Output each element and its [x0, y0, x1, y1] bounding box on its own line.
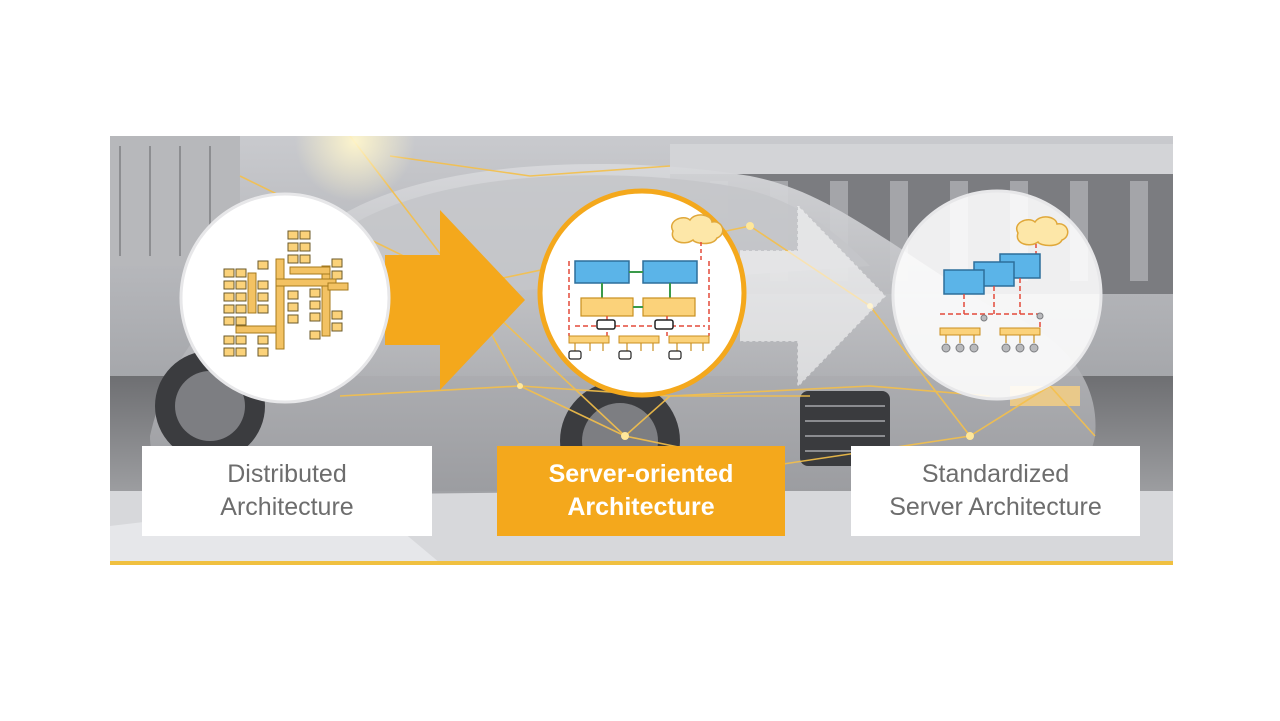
arrow-right-icon — [740, 206, 887, 386]
server-oriented-diagram-icon — [537, 188, 747, 398]
stage-label-line1: Standardized — [921, 460, 1070, 488]
cloud-icon — [670, 214, 724, 245]
bottom-accent-line — [110, 561, 1173, 565]
standardized-server-diagram-icon — [891, 189, 1103, 401]
stage-label-line1: Distributed — [227, 460, 347, 488]
stage-label-distributed: Distributed Architecture — [142, 446, 432, 536]
stage-label-line1: Server-oriented — [548, 460, 734, 488]
cloud-icon — [1015, 216, 1069, 247]
arrow-right-icon — [385, 210, 525, 390]
stage-label-line2: Architecture — [220, 493, 354, 521]
stage-label-line2: Server Architecture — [889, 493, 1102, 521]
distributed-ecu-diagram-icon — [179, 192, 391, 404]
stage-label-line2: Architecture — [567, 493, 715, 521]
stage-label-server-oriented: Server-oriented Architecture — [497, 446, 785, 536]
stage-label-standardized: Standardized Server Architecture — [851, 446, 1140, 536]
